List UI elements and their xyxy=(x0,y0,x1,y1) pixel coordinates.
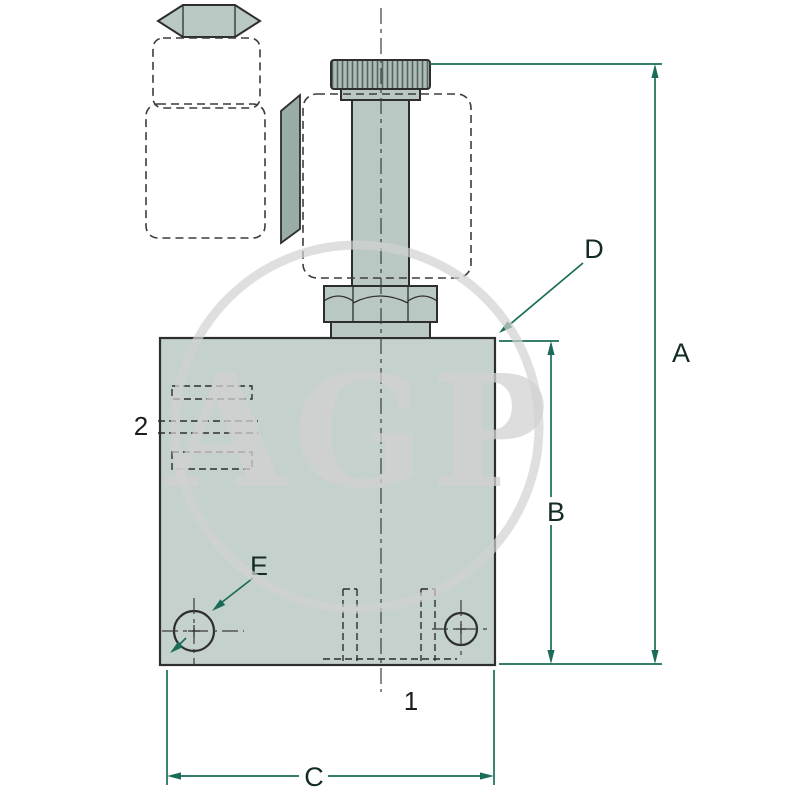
arrowhead-icon xyxy=(651,650,659,664)
leader-line xyxy=(220,577,254,604)
arrowhead-icon xyxy=(167,772,181,780)
dimension-a: A xyxy=(430,63,690,665)
arrowhead-icon xyxy=(170,641,184,653)
leader-line xyxy=(507,262,584,327)
alt-position-assembly xyxy=(145,4,301,245)
mounting-hole-right xyxy=(432,600,490,658)
mounting-plate xyxy=(280,93,301,245)
dim-label-b: B xyxy=(547,497,565,527)
arrowhead-icon xyxy=(547,341,555,355)
dim-label-a: A xyxy=(672,338,690,368)
port-label-2: 2 xyxy=(134,411,148,441)
port-label-1: 1 xyxy=(404,686,418,716)
dashed-cap-outline xyxy=(152,37,261,109)
dim-label-c: C xyxy=(304,762,324,792)
dashed-coil-outline xyxy=(145,103,266,239)
arrowhead-icon xyxy=(212,599,226,611)
nut-chamfer-arcs xyxy=(323,295,438,304)
watermark-text: AGP xyxy=(164,340,553,523)
port-labels: 2 1 xyxy=(134,411,418,716)
dimension-c: C xyxy=(166,670,495,792)
arrowhead-icon xyxy=(547,650,555,664)
leader-d: D xyxy=(499,234,604,333)
dimension-b: B xyxy=(499,340,569,664)
port-1-hidden-lines xyxy=(323,588,457,661)
arrowhead-icon xyxy=(480,772,494,780)
watermark: AGP xyxy=(164,240,553,614)
dashed-solenoid-outline xyxy=(302,93,472,279)
arrowhead-icon xyxy=(651,64,659,78)
dim-label-d: D xyxy=(584,234,604,264)
watermark-circle xyxy=(170,240,544,614)
